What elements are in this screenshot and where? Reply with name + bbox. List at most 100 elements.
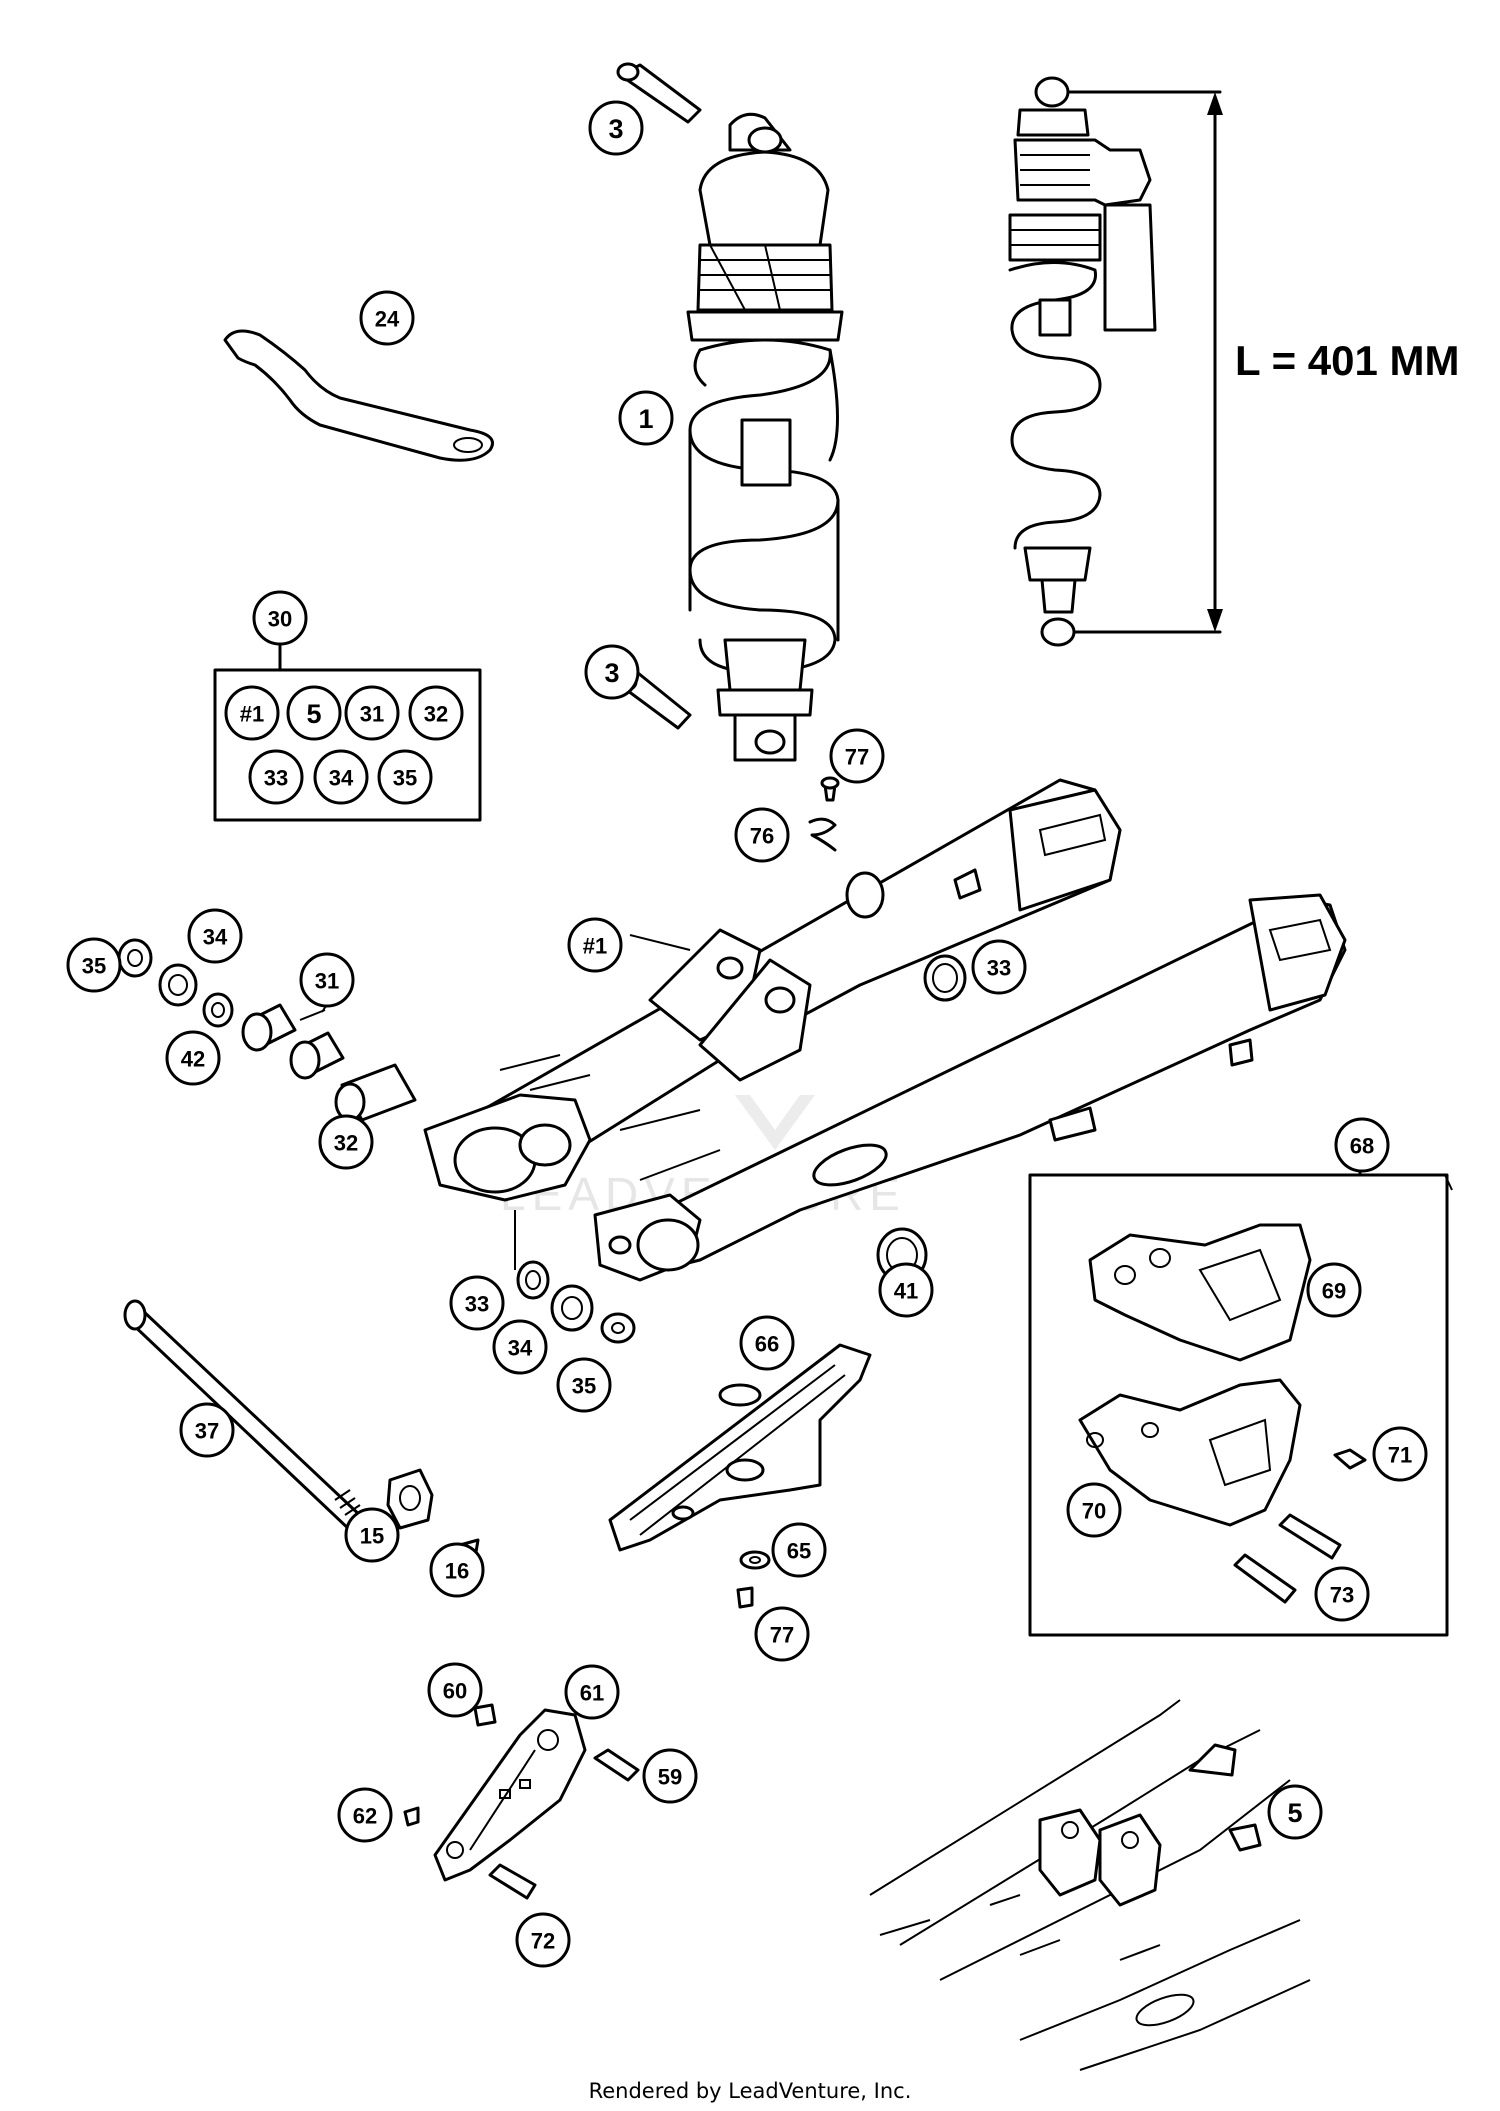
left-bearing-stack (117, 938, 417, 1122)
callout-label: 73 (1330, 1583, 1354, 1608)
callout-label: 37 (195, 1419, 219, 1444)
callout-circle (313, 749, 369, 805)
callout-33-22: 33 (449, 1275, 505, 1331)
washer-65 (739, 1550, 771, 1570)
callout-circle (299, 952, 355, 1008)
callout-label: 61 (580, 1681, 604, 1706)
callout-label: 71 (1388, 1443, 1412, 1468)
screw-71 (1333, 1448, 1367, 1470)
callout-circle (1306, 1262, 1362, 1318)
callout-35-11: 35 (377, 749, 433, 805)
callout-circle (286, 685, 342, 741)
callout-label: 5 (1287, 1798, 1302, 1828)
callout-31-16: 31 (299, 952, 355, 1008)
callout-label: 41 (894, 1279, 918, 1304)
callout-76-13: 76 (734, 807, 790, 863)
callout-circle (66, 937, 122, 993)
callout-72-40: 72 (515, 1912, 571, 1968)
shock-absorber[interactable] (686, 112, 844, 762)
callout-circle (318, 1114, 374, 1170)
callout-label: 72 (531, 1929, 555, 1954)
callout-77-12: 77 (829, 728, 885, 784)
callout-34-14: 34 (187, 908, 243, 964)
callout-62-39: 62 (337, 1787, 393, 1843)
callout-circle (429, 1542, 485, 1598)
callout-label: 42 (181, 1047, 205, 1072)
callout-circle (492, 1319, 548, 1375)
callout-label: 66 (755, 1332, 779, 1357)
callout-label: 32 (424, 702, 448, 727)
callout-label: 32 (334, 1131, 358, 1156)
callout-kit-1-18: #1 (567, 917, 623, 973)
callout-66-27: 66 (739, 1315, 795, 1371)
callout-circle (179, 1402, 235, 1458)
callout-3-2: 3 (584, 644, 640, 700)
bolt-upper (616, 62, 702, 124)
callout-circle (584, 644, 640, 700)
callout-37-28: 37 (179, 1402, 235, 1458)
callout-circle (1314, 1566, 1370, 1622)
dimension-label: L = 401 MM (1235, 337, 1459, 384)
callout-label: 34 (203, 925, 228, 950)
callout-5-41: 5 (1267, 1784, 1323, 1840)
callout-circle (556, 1357, 612, 1413)
swingarm[interactable] (423, 778, 1347, 1282)
callout-circle (1267, 1784, 1323, 1840)
callout-35-15: 35 (66, 937, 122, 993)
callout-41-25: 41 (878, 1262, 934, 1318)
chain-guide-top (1088, 1223, 1312, 1362)
callout-label: #1 (583, 934, 607, 959)
callout-label: 3 (604, 658, 619, 688)
callout-label: 35 (82, 954, 106, 979)
spanner-wrench (223, 329, 494, 462)
callout-circle (1372, 1426, 1428, 1482)
callout-circle (1066, 1482, 1122, 1538)
callout-70-30: 70 (1066, 1482, 1122, 1538)
callout-label: 3 (608, 114, 623, 144)
coil-spring (688, 338, 840, 674)
lower-bearing-stack (514, 1210, 636, 1344)
callout-circle (564, 1664, 620, 1720)
callout-circle (344, 1507, 400, 1563)
callout-circle (224, 685, 280, 741)
callout-kit-1-5: #1 (224, 685, 280, 741)
chain-guide-bracket (1078, 1378, 1302, 1527)
nut-60 (473, 1703, 497, 1727)
detail-view (869, 1699, 1311, 2071)
callout-circle (449, 1275, 505, 1331)
callout-71-29: 71 (1372, 1426, 1428, 1482)
callout-32-8: 32 (408, 685, 464, 741)
callout-circle (377, 749, 433, 805)
callout-label: 16 (445, 1559, 469, 1584)
callout-label: 24 (375, 307, 400, 332)
callout-label: 60 (443, 1679, 467, 1704)
callout-circle (754, 1606, 810, 1662)
callout-label: 33 (465, 1292, 489, 1317)
callout-65-33: 65 (771, 1522, 827, 1578)
chain-guide-lower (433, 1708, 587, 1882)
callout-circle (1334, 1117, 1390, 1173)
swingarm-axle (123, 1299, 367, 1534)
callout-circle (588, 100, 644, 156)
screw-59 (593, 1748, 640, 1782)
callout-label: 35 (572, 1374, 596, 1399)
callout-circle (427, 1662, 483, 1718)
screw-62 (403, 1806, 420, 1827)
callout-69-26: 69 (1306, 1262, 1362, 1318)
callout-5-6: 5 (286, 685, 342, 741)
callout-34-23: 34 (492, 1319, 548, 1375)
callout-circle (734, 807, 790, 863)
chain-slider (608, 1343, 872, 1552)
screw-77-top (820, 776, 840, 802)
callout-label: 33 (987, 956, 1011, 981)
callout-24-3: 24 (359, 290, 415, 346)
callout-32-20: 32 (318, 1114, 374, 1170)
shock-absorber-side-view: L = 401 MM (1008, 76, 1459, 647)
footer-credit: Rendered by LeadVenture, Inc. (589, 2079, 912, 2103)
callout-31-7: 31 (344, 685, 400, 741)
callout-circle (165, 1030, 221, 1086)
callout-label: 31 (360, 702, 384, 727)
callout-33-19: 33 (971, 939, 1027, 995)
screw-77-bottom (736, 1586, 754, 1609)
callout-61-37: 61 (564, 1664, 620, 1720)
